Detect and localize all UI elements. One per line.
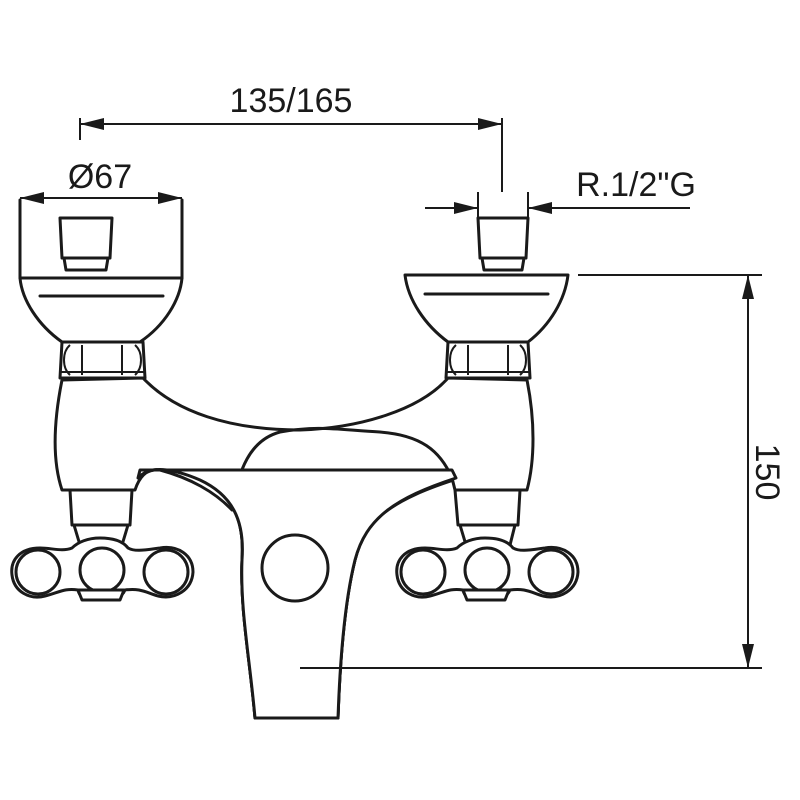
dimension-thread-label: R.1/2"G bbox=[576, 166, 696, 204]
left-valve bbox=[10, 198, 195, 602]
dimension-diameter-label: Ø67 bbox=[68, 158, 132, 196]
dimension-spacing-label: 135/165 bbox=[230, 82, 353, 120]
dimension-height: 150 bbox=[300, 274, 786, 669]
right-valve bbox=[395, 216, 580, 602]
dimension-height-label: 150 bbox=[748, 444, 786, 501]
dimension-diameter: Ø67 bbox=[20, 158, 182, 204]
dimension-spacing: 135/165 bbox=[79, 82, 503, 192]
diverter-knob bbox=[260, 533, 330, 603]
dimension-thread: R.1/2"G bbox=[425, 166, 696, 218]
